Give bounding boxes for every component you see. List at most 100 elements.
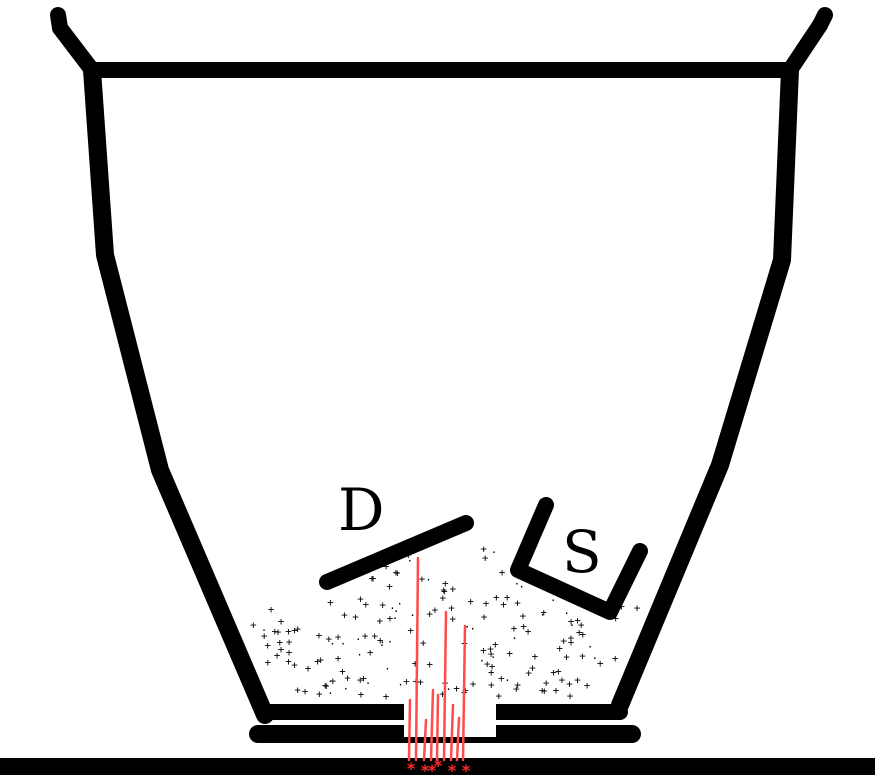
grain-particle: + bbox=[578, 619, 585, 632]
grain-particle: + bbox=[417, 676, 424, 689]
grain-particle: + bbox=[525, 667, 532, 680]
grain-particle: + bbox=[419, 572, 426, 585]
grain-particle: + bbox=[576, 626, 583, 639]
grain-particle: + bbox=[371, 629, 378, 642]
grain-particle: · bbox=[514, 577, 521, 590]
scoop-s bbox=[510, 497, 648, 620]
grain-particle: + bbox=[274, 649, 281, 662]
grain-particle: + bbox=[453, 682, 460, 695]
grain-particle: + bbox=[362, 630, 369, 643]
grain-particle: + bbox=[520, 610, 527, 623]
grain-particle: + bbox=[278, 643, 285, 656]
grain-particle: + bbox=[499, 566, 506, 579]
grain-particle: · bbox=[409, 609, 416, 622]
grain-particle: · bbox=[397, 678, 404, 691]
grain-particle: + bbox=[322, 679, 329, 692]
grain-particle: + bbox=[379, 598, 386, 611]
grain-particle: · bbox=[445, 683, 452, 696]
spark-star-icon: * bbox=[407, 759, 416, 777]
grain-particle: + bbox=[520, 620, 527, 633]
grain-particle: + bbox=[448, 601, 455, 614]
grain-particle: + bbox=[492, 638, 499, 651]
grain-particle: + bbox=[568, 615, 575, 628]
grain-particle: · bbox=[355, 633, 362, 646]
grain-particle: + bbox=[541, 685, 548, 698]
grain-particle: + bbox=[278, 615, 285, 628]
grain-particle: + bbox=[483, 597, 490, 610]
grain-particle: + bbox=[386, 580, 393, 593]
grain-particle: · bbox=[340, 637, 347, 650]
grain-particle: + bbox=[514, 596, 521, 609]
spark-star-icon: * bbox=[428, 761, 437, 777]
grain-particle: + bbox=[504, 591, 511, 604]
grain-particle: + bbox=[449, 582, 456, 595]
grain-particle: + bbox=[584, 679, 591, 692]
grain-particle: + bbox=[264, 656, 271, 669]
grain-particle: + bbox=[550, 666, 557, 679]
grain-particle: + bbox=[511, 622, 518, 635]
grain-particle: + bbox=[360, 672, 367, 685]
vessel-right-wall bbox=[611, 61, 799, 714]
grain-particle: + bbox=[506, 647, 513, 660]
grain-particle: · bbox=[379, 639, 386, 652]
grain-particle: · bbox=[469, 623, 476, 636]
grain-particle: + bbox=[525, 625, 532, 638]
grain-particle: + bbox=[529, 662, 536, 675]
grain-particle: + bbox=[271, 625, 278, 638]
grain-particle: + bbox=[362, 598, 369, 611]
grain-particle: + bbox=[470, 678, 477, 691]
grain-particle: + bbox=[393, 566, 400, 579]
grain-particle: + bbox=[574, 673, 581, 686]
grain-particle: + bbox=[539, 684, 546, 697]
label-d: D bbox=[338, 476, 385, 544]
grain-particle: + bbox=[377, 634, 384, 647]
grain-particle: · bbox=[511, 632, 518, 645]
grain-particle: + bbox=[566, 678, 573, 691]
grain-particle: · bbox=[518, 581, 525, 594]
grain-particle: · bbox=[389, 602, 396, 615]
grain-particle: + bbox=[618, 600, 625, 613]
grain-particle: + bbox=[344, 671, 351, 684]
spark-star-icon: * bbox=[421, 761, 430, 777]
grain-particle: + bbox=[514, 678, 521, 691]
grain-particle: + bbox=[579, 628, 586, 641]
grain-particle: + bbox=[383, 690, 390, 703]
grain-particle: + bbox=[261, 629, 268, 642]
grain-particle: · bbox=[392, 612, 399, 625]
grain-particle: + bbox=[264, 639, 271, 652]
grain-particle: · bbox=[490, 651, 497, 664]
grain-particle: · bbox=[539, 608, 546, 621]
grain-particle: · bbox=[327, 675, 334, 688]
deflector-d bbox=[319, 515, 474, 590]
grain-particle: · bbox=[550, 594, 557, 607]
grain-particle: + bbox=[559, 674, 566, 687]
grain-particle: + bbox=[383, 560, 390, 573]
grain-particle: + bbox=[481, 611, 488, 624]
grain-particle: + bbox=[291, 659, 298, 672]
grain-particle: + bbox=[317, 654, 324, 667]
grain-particle: + bbox=[276, 636, 283, 649]
grain-particle: · bbox=[504, 674, 511, 687]
grain-particle: · bbox=[587, 641, 594, 654]
grain-particle: · bbox=[393, 605, 400, 618]
grain-particle: + bbox=[543, 677, 550, 690]
spark-line bbox=[414, 556, 420, 762]
grain-particle: + bbox=[426, 658, 433, 671]
grain-particle: + bbox=[440, 584, 447, 597]
right-rim-handle bbox=[782, 17, 828, 78]
grain-particle: · bbox=[365, 677, 372, 690]
grain-particle: · bbox=[261, 624, 268, 637]
grain-particle: + bbox=[555, 665, 562, 678]
grain-particle: + bbox=[314, 655, 321, 668]
grain-particle: + bbox=[407, 624, 414, 637]
grain-particle: + bbox=[487, 643, 494, 656]
left-rim-handle-end bbox=[50, 7, 68, 36]
grain-particle: + bbox=[325, 632, 332, 645]
grain-particle: + bbox=[597, 657, 604, 670]
grain-particle: + bbox=[467, 595, 474, 608]
grain-particle: · bbox=[491, 546, 498, 559]
grain-particle: + bbox=[488, 647, 495, 660]
grain-particle: + bbox=[426, 608, 433, 621]
bottom-window bbox=[404, 692, 496, 737]
